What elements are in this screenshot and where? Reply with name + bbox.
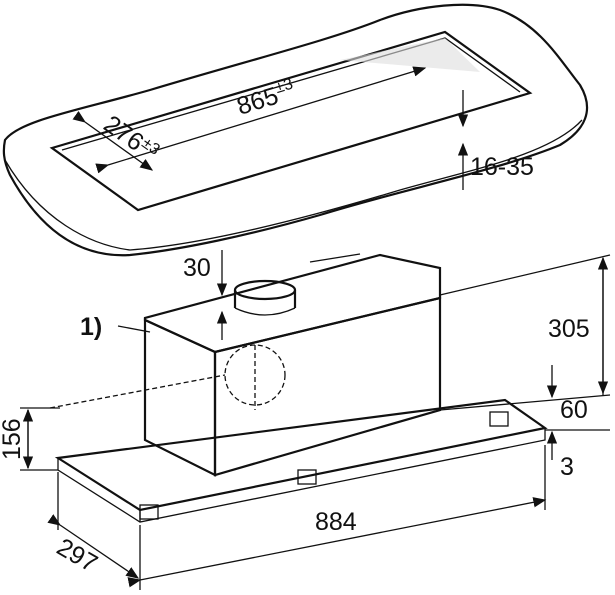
hood [49,253,548,523]
panel-height-label: 60 [560,396,588,424]
side-height-label: 156 [0,418,26,460]
duct-offset-label: 30 [183,254,211,282]
depth-label: 297 [52,533,102,578]
height-dimensions: 305 60 3 [439,254,611,481]
width-label: 884 [315,508,357,536]
duct-offset-dimension: 30 [183,250,228,340]
note-marker: 1) [80,313,102,341]
total-height-label: 305 [548,315,590,343]
svg-text:865±3: 865±3 [233,76,298,121]
clip-front-middle [297,469,317,485]
bottom-offset-label: 3 [560,453,574,481]
countertop [2,3,589,257]
clip-front-right [489,411,509,427]
thickness-label: 16-35 [470,153,534,181]
side-height-dimension: 156 [0,407,60,471]
thickness-dimension: 16-35 [457,90,534,190]
width-dimension: 884 [127,445,547,590]
depth-dimension: 297 [47,472,140,579]
